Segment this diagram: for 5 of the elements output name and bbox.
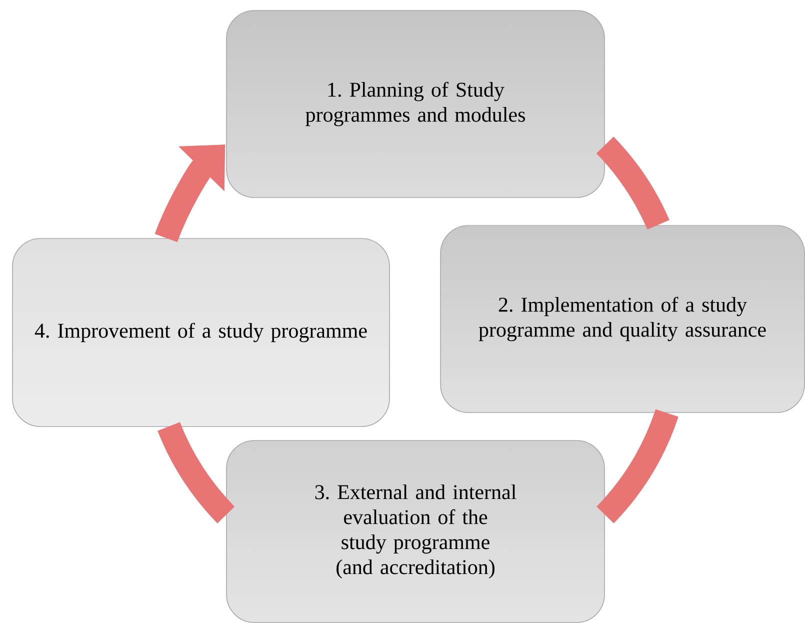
process-box: 3. External and internal evaluation of the study programme (and accreditation) [226, 440, 605, 623]
process-box: 2. Implementation of a study programme and quality assurance [440, 225, 805, 413]
process-box: 1. Planning of Study programmes and modules [226, 10, 605, 198]
arrow [154, 144, 226, 242]
process-box: 4. Improvement of a study programme [12, 238, 390, 427]
